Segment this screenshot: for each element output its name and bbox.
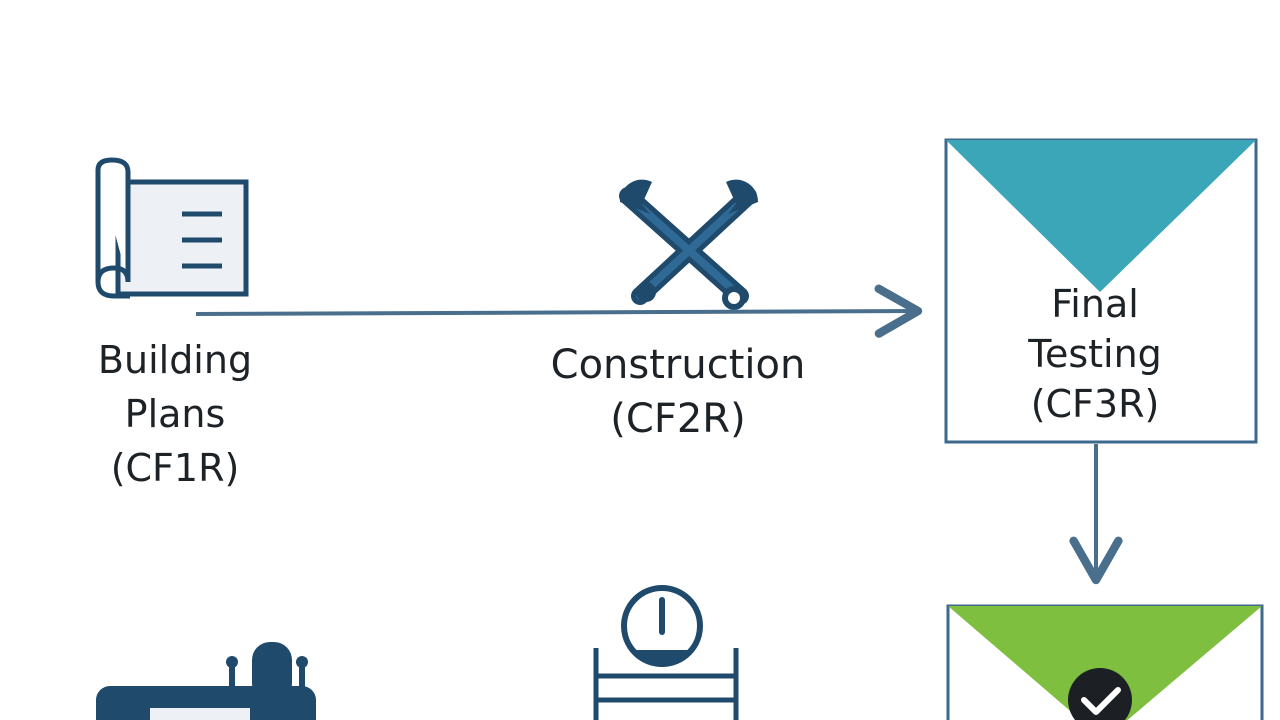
step-label-final-testing: Final Testing (CF3R) — [960, 279, 1230, 429]
step-label-construction: Construction (CF2R) — [508, 338, 848, 446]
step-label-line: Building — [97, 338, 253, 382]
wrench-screwdriver-icon — [619, 179, 759, 310]
step-label-line: Testing — [1028, 332, 1162, 376]
step-label-line: Final — [1051, 282, 1139, 326]
step-label-line: Construction — [550, 342, 806, 388]
step-label-line: (CF3R) — [1030, 382, 1160, 426]
step-label-building-plans: Building Plans (CF1R) — [60, 333, 290, 495]
equipment-panel-icon — [96, 642, 316, 720]
blueprint-icon — [95, 157, 249, 299]
step-label-line: (CF2R) — [610, 396, 746, 442]
gauge-icon — [593, 585, 739, 720]
step-label-line: Plans — [124, 392, 226, 436]
step-label-line: (CF1R) — [110, 446, 240, 490]
teal-envelope-icon — [944, 138, 1258, 444]
green-envelope-checkmark-icon — [946, 604, 1264, 720]
flow-arrow-horizontal — [195, 284, 923, 338]
